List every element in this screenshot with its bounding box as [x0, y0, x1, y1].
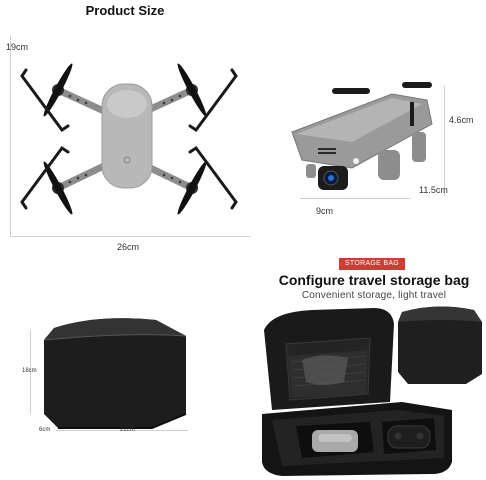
bag-width-guide — [56, 430, 188, 431]
top-view-height-guide — [10, 36, 11, 236]
drone-front-view-image — [291, 82, 433, 190]
product-size-title: Product Size — [85, 3, 165, 18]
storage-bag-subtitle: Convenient storage, light travel — [301, 290, 447, 301]
top-view-height-label: 19cm — [6, 42, 29, 52]
front-view-depth-label: 11.5cm — [419, 185, 448, 195]
closed-bag-image — [43, 318, 187, 429]
storage-bag-title: Configure travel storage bag — [278, 272, 470, 288]
bag-depth-label: 6cm — [39, 427, 51, 433]
front-view-height-label: 4.6cm — [449, 115, 474, 125]
drone-top-view-image — [20, 63, 238, 215]
front-view-height-guide — [444, 86, 445, 196]
bag-width-label: 22cm — [120, 427, 135, 433]
bag-height-guide — [30, 330, 31, 414]
open-bag-image — [262, 306, 482, 476]
top-view-width-label: 26cm — [117, 242, 140, 252]
front-view-width-guide — [300, 198, 410, 199]
front-view-width-label: 9cm — [316, 206, 334, 216]
storage-bag-tag: STORAGE BAG — [339, 258, 405, 270]
bag-height-label: 18cm — [22, 368, 37, 374]
top-view-width-guide — [10, 236, 250, 237]
